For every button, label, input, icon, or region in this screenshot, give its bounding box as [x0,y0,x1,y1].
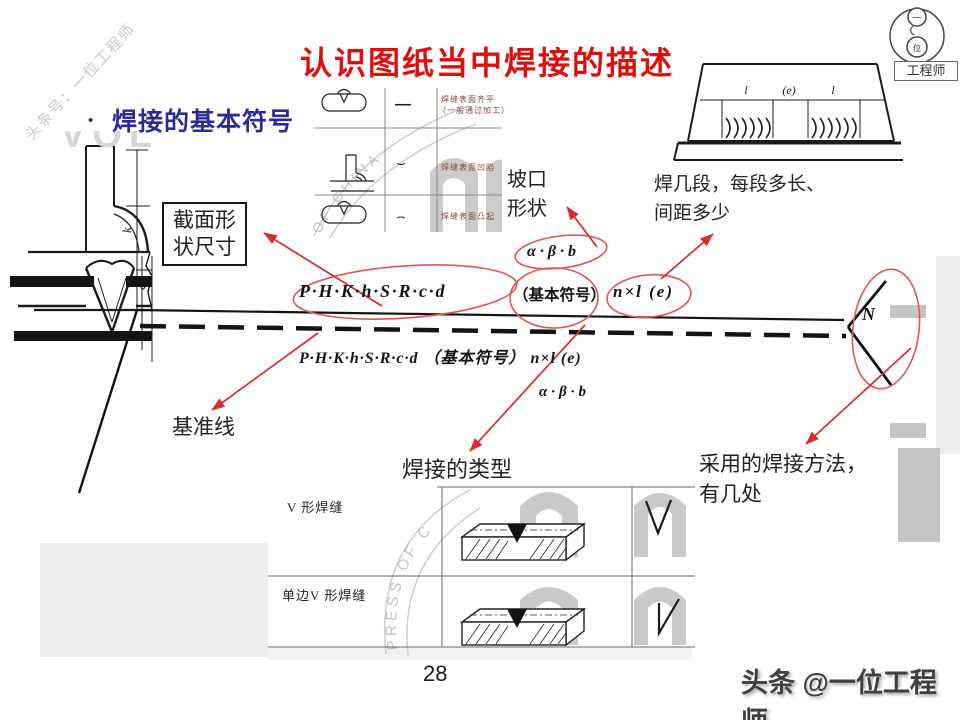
dimension-k: k [119,227,134,233]
surface-symbol-convex: ⌢ [396,208,406,225]
intermittent-weld-dims: l (e) l [744,83,835,97]
callout-segments-line1: 焊几段，每段多长、 [654,174,826,195]
stamp-watermarks [313,105,481,657]
weld-row-label-single-v: 单边V 形焊缝 [282,588,367,603]
callout-segments-line2: 间距多少 [654,203,731,224]
weld-table-block-1 [459,522,587,562]
formula-segment-count: n×l (e) [613,282,674,301]
partial-watermark: VOL [60,131,182,156]
callout-groove-line1: 坡口 [507,169,547,191]
weld-table-grid [268,486,695,648]
formula-below-line: P·H·K·h·S·R·c·d （基本符号） n×l (e) [299,350,582,367]
footer-brand: 头条 @一位工程师 [741,668,937,720]
callout-groove-shape: 坡口 形状 [507,166,547,224]
svg-text:(e): (e) [782,83,795,97]
brand-logo-caption: 工程师 [894,61,958,81]
formula-basic-symbol: （基本符号） [513,287,607,304]
callout-groove-line2: 形状 [507,198,547,220]
surface-desc-flush-note: （一般通过加工） [438,106,510,115]
intermittent-weld-figure [673,63,903,161]
v-butt-weld-figure [10,256,153,362]
surface-desc-concave: 焊缝表面凹陷 [441,163,495,172]
formula-dimensions: P·H·K·h·S·R·c·d [299,281,447,301]
callout-weld-type: 焊接的类型 [402,457,513,482]
weld-table-block-2 [459,607,587,647]
page-number: 28 [423,661,448,686]
svg-text:l: l [831,83,835,97]
svg-text:l: l [744,83,748,97]
callout-method: 采用的焊接方法， 有几处 [699,449,867,509]
callout-segments: 焊几段，每段多长、 间距多少 [654,170,825,228]
annotation-ellipses [292,234,921,390]
callout-section-size-line2: 状尺寸 [173,235,236,259]
partial-watermark-text: VOL [60,131,160,156]
svg-text:位: 位 [913,43,921,53]
surface-symbol-concave: ⌣ [396,155,406,172]
formula-greek-below: α·β·b [539,384,590,400]
surface-table-grid [315,88,502,232]
page-edge-shading [40,256,960,660]
weld-table-symbols [644,499,680,638]
dimension-s: S [137,284,152,291]
slide-title: 认识图纸当中焊接的描述 [300,45,675,81]
bullet-heading: 焊接的基本符号 [112,108,295,136]
surface-symbol-flush: — [395,96,411,113]
weld-symbol-lines [77,280,893,494]
callout-method-line2: 有几处 [699,482,762,506]
formula-greek-above: α·β·b [527,243,581,260]
fillet-weld-figure [28,145,153,312]
callout-section-size-line1: 截面形 [173,208,236,232]
bullet-icon: • [88,112,94,129]
callout-baseline: 基准线 [172,415,235,439]
callout-section-size: 截面形 状尺寸 [162,202,247,266]
surface-desc-convex: 焊缝表面凸起 [441,212,495,221]
stamp-letter-shapes [430,158,940,645]
brand-logo [889,7,945,64]
surface-desc-flush: 焊缝表面齐平 [441,95,495,104]
tail-letter: N [861,304,876,324]
annotation-arrows [211,206,912,452]
callout-method-line1: 采用的焊接方法， [699,452,867,476]
surface-table-pictograms [321,88,374,224]
brand-logo-chars: 一 位 [912,13,921,53]
weld-row-label-v: V 形焊缝 [287,500,344,515]
svg-text:一: 一 [912,13,921,23]
